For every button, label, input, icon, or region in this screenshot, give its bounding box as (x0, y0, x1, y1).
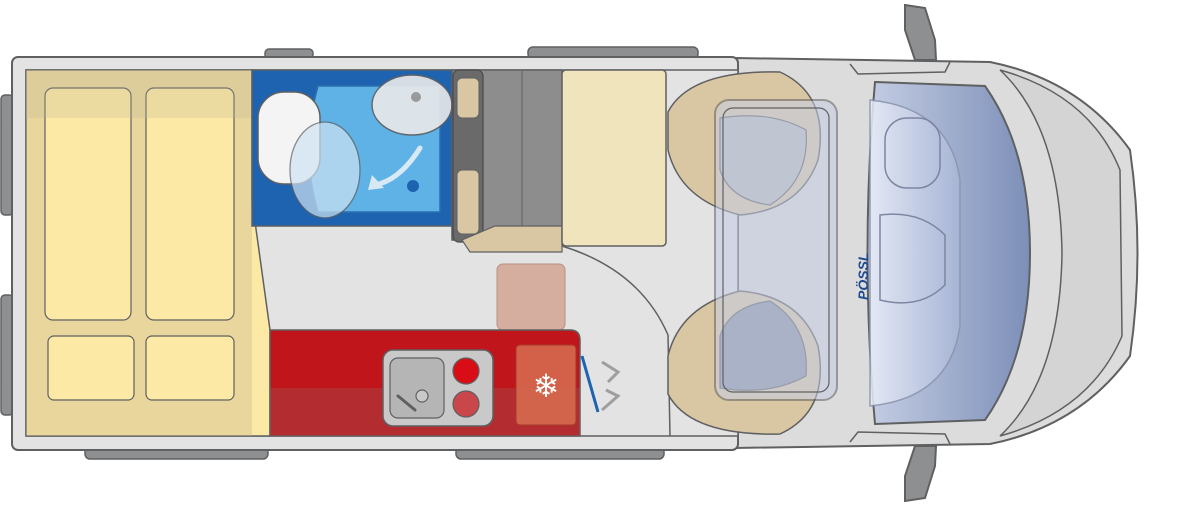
brand-label: PÖSSL (855, 253, 871, 300)
mirror-bottom (904, 445, 938, 503)
windscreen-wiper-top (849, 61, 951, 75)
sink-drain (411, 92, 421, 102)
bathroom-sink (371, 74, 453, 136)
roof-window-inner (722, 107, 830, 393)
door-slide-arrow-top (601, 360, 621, 384)
hob-burner-1 (452, 357, 480, 385)
dash-console (879, 213, 946, 304)
possl-logo: PÖSSL (855, 253, 871, 300)
bed-cushion-right (145, 87, 235, 321)
dinette-table (496, 263, 566, 331)
snowflake-icon: ❄ (533, 368, 560, 404)
fridge (515, 344, 577, 426)
sliding-door-outline (561, 245, 671, 437)
sink-tap (396, 394, 417, 412)
door-slide-arrow-bottom (601, 388, 621, 412)
bed-cushion-bottom-right (145, 335, 235, 401)
windscreen-wiper-bottom (849, 431, 951, 445)
shower-drain (407, 180, 419, 192)
bed-cushion-left (44, 87, 132, 321)
bonnet-outline (999, 69, 1123, 437)
hob-burner-2 (452, 390, 480, 418)
door-swing-arrowhead (368, 175, 384, 190)
washbasin-folding (289, 121, 361, 219)
bench-headrest-bottom (456, 169, 480, 235)
dashboard (869, 99, 961, 407)
wardrobe (561, 69, 667, 247)
sink-basin (389, 357, 445, 419)
sink-tap-base (415, 389, 429, 403)
bench-headrest-top (456, 77, 480, 119)
door-slide-indicator (580, 355, 600, 413)
bed-cushion-bottom-left (47, 335, 135, 401)
cab-steering-area (884, 117, 941, 189)
roof-window (714, 99, 838, 401)
mirror-top (904, 3, 938, 61)
